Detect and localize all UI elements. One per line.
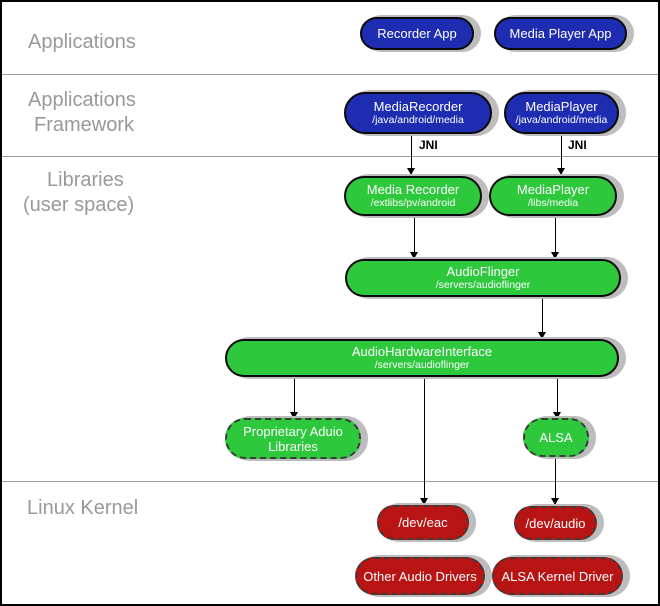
edge-ahi-to-alsa: [553, 377, 562, 419]
node-audioflinger-path: /servers/audioflinger: [435, 279, 531, 291]
node-dev-eac-label: /dev/eac: [398, 515, 448, 530]
node-mediarecorder-framework-label: MediaRecorder: [373, 99, 463, 114]
section-label-libraries-line2: (user space): [23, 194, 135, 216]
edge-mediarecorder-fw-to-lib: [407, 134, 416, 175]
edge-mediaplayer-fw-to-lib: [557, 134, 566, 175]
section-label-applications-framework-line1: Applications: [28, 89, 136, 111]
node-mediarecorder-framework: MediaRecorder /java/android/media: [344, 92, 492, 134]
node-mediaplayer-lib-path: /libs/media: [527, 197, 579, 209]
node-mediaplayer-framework: MediaPlayer /java/android/media: [504, 92, 619, 134]
edge-alsa-to-dev-audio: [551, 458, 560, 505]
node-media-recorder-lib: Media Recorder /extlibs/pv/android: [344, 176, 482, 216]
edge-ahi-to-proprietary: [290, 377, 299, 419]
node-audio-hardware-interface-path: /servers/audioflinger: [374, 359, 470, 371]
node-mediaplayer-lib-label: MediaPlayer: [516, 182, 590, 197]
section-label-libraries-line1: Libraries: [47, 169, 124, 191]
node-other-audio-drivers-label: Other Audio Drivers: [363, 568, 477, 584]
node-recorder-app-label: Recorder App: [377, 26, 457, 41]
node-audio-hardware-interface: AudioHardwareInterface /servers/audiofli…: [225, 339, 619, 377]
node-recorder-app: Recorder App: [360, 17, 474, 50]
node-dev-audio-label: /dev/audio: [525, 515, 586, 531]
edge-ahi-to-dev-eac: [420, 377, 429, 505]
node-mediarecorder-framework-path: /java/android/media: [372, 114, 464, 126]
node-alsa-kernel-driver-label: ALSA Kernel Driver: [501, 568, 614, 584]
node-proprietary-audio-libraries: Proprietary Aduio Libraries: [225, 418, 361, 459]
node-media-player-app: Media Player App: [494, 17, 627, 50]
jni-label-left: JNI: [419, 138, 438, 152]
node-mediaplayer-lib: MediaPlayer /libs/media: [489, 176, 617, 216]
jni-label-right: JNI: [568, 138, 587, 152]
node-mediaplayer-framework-path: /java/android/media: [515, 114, 608, 126]
node-alsa-label: ALSA: [539, 430, 573, 445]
section-label-applications-framework: Applications Framework: [28, 88, 136, 138]
node-alsa-kernel-driver: ALSA Kernel Driver: [492, 557, 623, 595]
node-media-recorder-lib-path: /extlibs/pv/android: [370, 197, 456, 209]
node-proprietary-audio-libraries-line2: Libraries: [268, 438, 318, 454]
node-proprietary-audio-libraries-line1: Proprietary Aduio: [243, 423, 343, 439]
node-dev-eac: /dev/eac: [377, 505, 469, 540]
edge-audioflinger-to-ahi: [538, 297, 547, 339]
section-label-applications-framework-line2: Framework: [34, 114, 135, 136]
section-label-applications: Applications: [28, 31, 136, 53]
node-dev-audio: /dev/audio: [514, 506, 597, 540]
node-audio-hardware-interface-label: AudioHardwareInterface: [351, 344, 493, 359]
node-mediaplayer-framework-label: MediaPlayer: [525, 99, 598, 114]
edge-mediaplayer-lib-to-audioflinger: [551, 216, 560, 259]
divider-applications-framework: [2, 74, 658, 75]
node-media-player-app-label: Media Player App: [509, 26, 612, 41]
section-label-libraries: Libraries (user space): [23, 168, 134, 218]
node-other-audio-drivers: Other Audio Drivers: [355, 557, 485, 595]
node-media-recorder-lib-label: Media Recorder: [366, 182, 460, 197]
edge-mediarecorder-lib-to-audioflinger: [410, 216, 419, 259]
section-label-linux-kernel: Linux Kernel: [27, 497, 139, 519]
node-audioflinger-label: AudioFlinger: [446, 264, 520, 279]
node-audioflinger: AudioFlinger /servers/audioflinger: [345, 259, 621, 297]
node-alsa: ALSA: [523, 418, 589, 457]
divider-libraries-kernel: [2, 481, 658, 482]
divider-framework-libraries: [2, 156, 658, 157]
